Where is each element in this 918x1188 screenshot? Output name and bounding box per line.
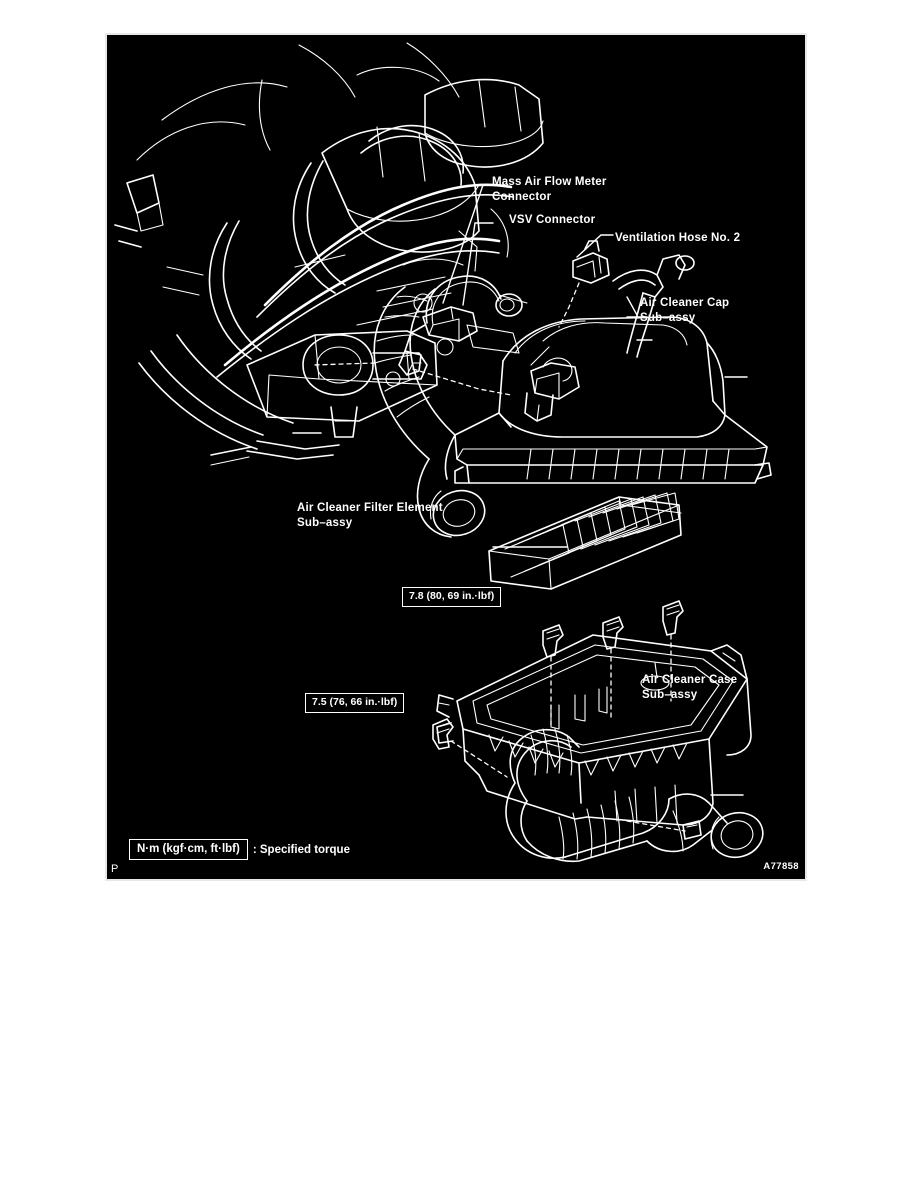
air-cleaner-case-drawing	[436, 634, 752, 826]
callout-air-cleaner-cap: Air Cleaner Cap Sub–assy	[640, 297, 730, 324]
air-cleaner-cap-drawing	[454, 316, 772, 484]
vsv-connector-drawing	[572, 240, 610, 284]
technical-illustration: .ln { fill:none; stroke:#ffffff; stroke-…	[114, 42, 772, 863]
ventilation-hose-no2-drawing	[612, 254, 695, 358]
intake-duct-drawing	[505, 728, 764, 863]
assembly-dashed-lines	[412, 282, 580, 396]
callout-air-cleaner-filter-element: Air Cleaner Filter Element Sub–assy	[297, 502, 443, 529]
torque-box-case-mount-bolt: 7.5 (76, 66 in.·lbf)	[305, 693, 405, 713]
torque-legend-description: : Specified torque	[252, 843, 350, 856]
figure-panel: .ln { fill:none; stroke:#ffffff; stroke-…	[105, 33, 807, 881]
callout-mass-air-flow-meter-connector: Mass Air Flow Meter Connector	[492, 176, 607, 203]
air-cleaner-filter-element-drawing	[488, 492, 682, 590]
callout-air-cleaner-case: Air Cleaner Case Sub–assy	[642, 674, 738, 701]
callout-vsv-connector: VSV Connector	[509, 214, 596, 226]
hose-alignment-dashed-line	[312, 362, 376, 366]
torque-legend: N·m (kgf·cm, ft·lbf) : Specified torque	[129, 839, 350, 860]
engine-assembly-drawing	[114, 42, 544, 466]
label-leader-lines	[492, 339, 748, 796]
callout-ventilation-hose-no2: Ventilation Hose No. 2	[615, 232, 741, 244]
torque-legend-units: N·m (kgf·cm, ft·lbf)	[129, 839, 248, 860]
case-mount-bolt-drawing	[432, 718, 508, 778]
torque-box-case-cover-bolts: 7.8 (80, 69 in.·lbf)	[402, 587, 502, 607]
figure-id-label: A77858	[763, 861, 799, 872]
page-marker: P	[111, 863, 119, 875]
